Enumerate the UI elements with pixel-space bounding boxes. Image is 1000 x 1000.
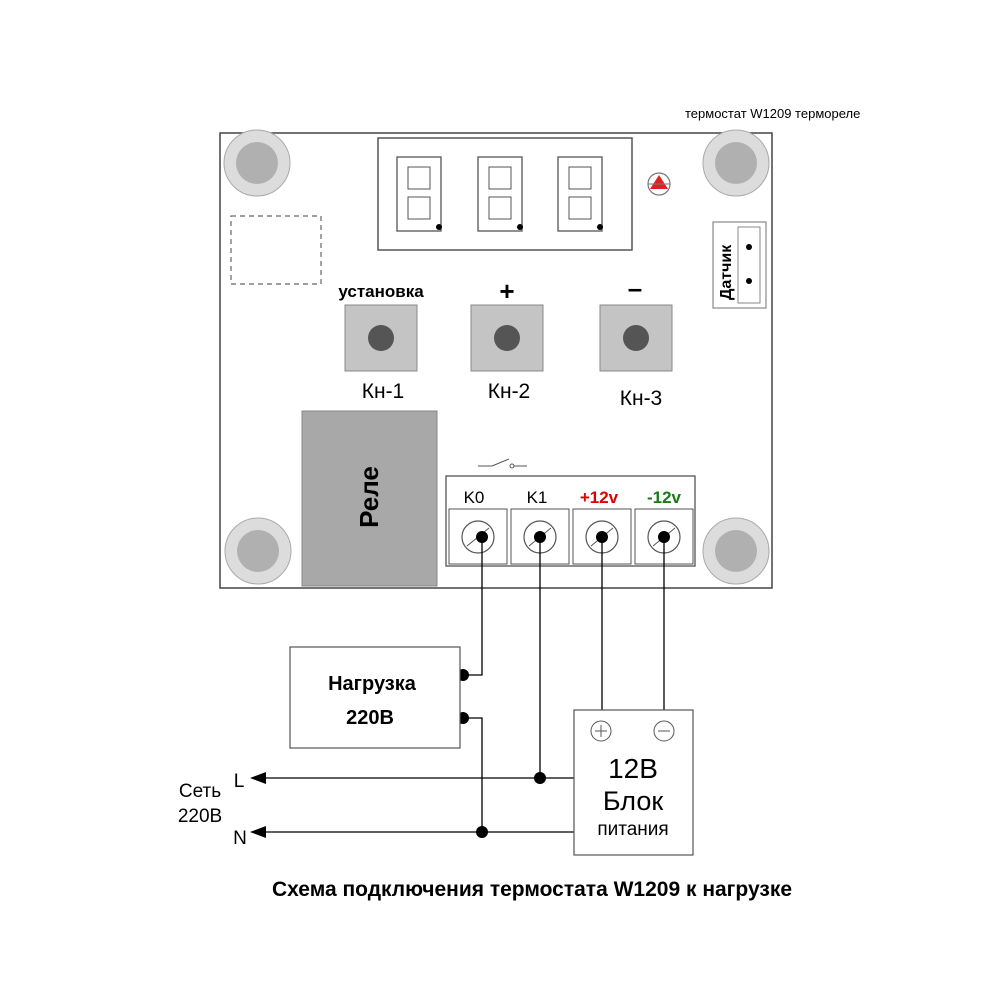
button-kn3-title: – <box>628 273 642 303</box>
psu-label-2: Блок <box>603 786 663 816</box>
component-footprint <box>230 215 322 285</box>
status-led-icon <box>647 172 671 196</box>
terminal-minus12-label: -12v <box>647 488 682 507</box>
power-supply-box: 12В Блок питания <box>573 709 694 856</box>
wires <box>262 537 665 833</box>
header-caption: термостат W1209 термореле <box>685 106 860 121</box>
button-kn1[interactable]: установка Кн-1 <box>338 282 424 403</box>
neutral-arrow-icon <box>250 826 266 838</box>
minus-terminal-icon <box>653 720 675 742</box>
phase-label: L <box>234 771 245 792</box>
mains-label-1: Сеть <box>179 781 221 802</box>
mounting-hole-top-left <box>223 129 291 197</box>
relay-label: Реле <box>354 466 384 528</box>
mounting-hole-top-right <box>702 129 770 197</box>
wire-load-neutral <box>463 717 483 832</box>
relay-switch-icon <box>478 458 527 469</box>
sensor-connector: Датчик <box>712 221 767 309</box>
button-kn1-label: Кн-1 <box>362 380 405 403</box>
plus-terminal-icon <box>590 720 612 742</box>
seven-segment-display <box>377 137 633 251</box>
psu-voltage-label: 12В <box>608 753 658 784</box>
digit-2 <box>477 156 523 232</box>
terminal-k1-label: K1 <box>527 488 548 507</box>
phase-arrow-icon <box>250 772 266 784</box>
digit-3 <box>557 156 603 232</box>
button-kn3-label: Кн-3 <box>620 387 663 410</box>
load-box: Нагрузка 220В <box>289 646 461 749</box>
button-kn2-title: + <box>499 276 514 306</box>
digit-1 <box>396 156 442 232</box>
relay-block: Реле <box>301 410 438 587</box>
mounting-hole-bottom-right <box>702 517 770 585</box>
terminal-k0-label: K0 <box>464 488 485 507</box>
footer-caption: Схема подключения термостата W1209 к наг… <box>272 878 792 901</box>
mounting-hole-bottom-left <box>224 517 292 585</box>
wire-k0-load <box>463 537 483 676</box>
button-kn2[interactable]: + Кн-2 <box>470 276 544 403</box>
load-label-2: 220В <box>346 707 394 729</box>
psu-label-3: питания <box>597 819 668 840</box>
terminal-block: K0 K1 +12v -12v <box>445 475 696 567</box>
button-kn3[interactable]: – Кн-3 <box>599 273 673 410</box>
button-kn2-label: Кн-2 <box>488 380 531 403</box>
mains-label-2: 220В <box>178 806 222 827</box>
sensor-label: Датчик <box>718 244 735 300</box>
neutral-label: N <box>233 828 247 849</box>
button-kn1-title: установка <box>338 282 424 301</box>
terminal-plus12-label: +12v <box>580 488 619 507</box>
load-label-1: Нагрузка <box>328 673 417 695</box>
